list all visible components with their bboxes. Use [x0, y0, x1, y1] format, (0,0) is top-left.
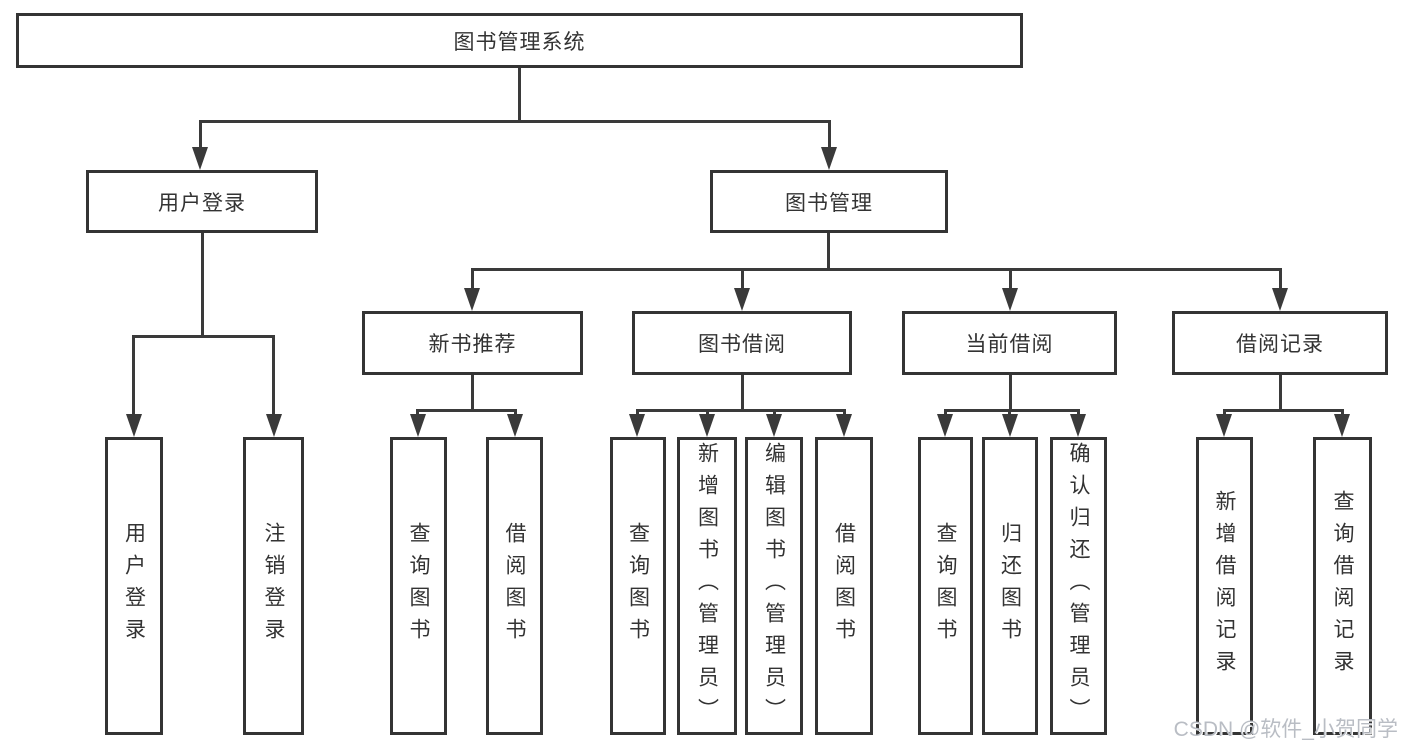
leaf-current-return: 归还图书: [982, 437, 1038, 735]
connector-current-branch-3: [1077, 409, 1080, 417]
connector-current-branch-2: [1008, 409, 1011, 417]
leaf-records-add-label: 新增借阅记录: [1213, 490, 1236, 682]
leaf-newbook-borrow: 借阅图书: [486, 437, 543, 735]
leaf-current-return-label: 归还图书: [998, 522, 1022, 650]
connector-borrowing-branch-3: [773, 409, 776, 417]
connector-newbook-stem: [471, 375, 474, 409]
arrow-down-icon: [836, 414, 852, 437]
arrow-down-icon: [629, 414, 645, 437]
node-new-book-recommend: 新书推荐: [362, 311, 583, 375]
leaf-borrowing-borrow: 借阅图书: [815, 437, 873, 735]
leaf-borrowing-add-admin-label: 新增图书（管理员）: [695, 442, 719, 730]
leaf-records-query: 查询借阅记录: [1313, 437, 1372, 735]
leaf-user-login-label: 用户登录: [122, 522, 146, 650]
leaf-current-query: 查询图书: [918, 437, 973, 735]
arrow-down-icon: [507, 414, 523, 437]
arrow-down-icon: [1002, 414, 1018, 437]
leaf-borrowing-add-admin: 新增图书（管理员）: [677, 437, 737, 735]
leaf-newbook-query: 查询图书: [390, 437, 447, 735]
leaf-newbook-query-label: 查询图书: [407, 522, 430, 650]
leaf-borrowing-edit-admin: 编辑图书（管理员）: [745, 437, 803, 735]
connector-bookmgmt-branch-1: [471, 268, 474, 290]
node-user-login: 用户登录: [86, 170, 318, 233]
connector-current-branch-1: [944, 409, 947, 417]
leaf-newbook-borrow-label: 借阅图书: [503, 522, 526, 650]
connector-bookmgmt-branch-3: [1009, 268, 1012, 290]
leaf-user-login: 用户登录: [105, 437, 163, 735]
arrow-down-icon: [1334, 414, 1350, 437]
connector-records-horizontal: [1223, 409, 1344, 412]
connector-borrowing-branch-1: [636, 409, 639, 417]
leaf-logout-label: 注销登录: [262, 522, 285, 650]
node-borrow-records-label: 借阅记录: [1236, 333, 1324, 356]
leaf-borrowing-borrow-label: 借阅图书: [832, 522, 856, 650]
csdn-watermark: CSDN @软件_小贺同学: [1173, 718, 1398, 741]
connector-newbook-branch-1: [416, 409, 419, 417]
arrow-down-icon: [766, 414, 782, 437]
arrow-down-icon: [192, 147, 208, 170]
leaf-borrowing-query-label: 查询图书: [626, 522, 650, 650]
leaf-current-confirm-admin-label: 确认归还（管理员）: [1067, 442, 1090, 730]
connector-userlogin-stem: [201, 233, 204, 335]
node-current-borrowing-label: 当前借阅: [965, 333, 1054, 356]
connector-records-branch-2: [1341, 409, 1344, 417]
connector-newbook-horizontal: [416, 409, 517, 412]
connector-root-branch-left: [199, 120, 202, 148]
node-book-management: 图书管理: [710, 170, 948, 233]
arrow-down-icon: [937, 414, 953, 437]
arrow-down-icon: [1002, 288, 1018, 311]
connector-current-horizontal: [944, 409, 1080, 412]
arrow-down-icon: [1216, 414, 1232, 437]
arrow-down-icon: [1272, 288, 1288, 311]
arrow-down-icon: [734, 288, 750, 311]
leaf-records-query-label: 查询借阅记录: [1331, 490, 1354, 682]
connector-bookmgmt-branch-2: [741, 268, 744, 290]
arrow-down-icon: [410, 414, 426, 437]
node-user-login-label: 用户登录: [158, 191, 246, 215]
connector-newbook-branch-2: [514, 409, 517, 417]
connector-records-stem: [1279, 375, 1282, 409]
connector-borrowing-branch-4: [843, 409, 846, 417]
connector-userlogin-branch-right: [272, 335, 275, 415]
leaf-borrowing-edit-admin-label: 编辑图书（管理员）: [762, 442, 786, 730]
leaf-current-confirm-admin: 确认归还（管理员）: [1050, 437, 1107, 735]
connector-bookmgmt-branch-4: [1279, 268, 1282, 290]
connector-root-horizontal: [199, 120, 831, 123]
node-borrow-records: 借阅记录: [1172, 311, 1388, 375]
connector-root-branch-right: [828, 120, 831, 148]
node-new-book-recommend-label: 新书推荐: [428, 333, 517, 356]
node-book-management-label: 图书管理: [785, 191, 873, 215]
arrow-down-icon: [699, 414, 715, 437]
connector-borrowing-horizontal: [636, 409, 846, 412]
leaf-borrowing-query: 查询图书: [610, 437, 666, 735]
connector-current-stem: [1009, 375, 1012, 409]
arrow-down-icon: [1070, 414, 1086, 437]
arrow-down-icon: [464, 288, 480, 311]
arrow-down-icon: [821, 147, 837, 170]
arrow-down-icon: [266, 414, 282, 437]
connector-borrowing-stem: [741, 375, 744, 409]
connector-records-branch-1: [1223, 409, 1226, 417]
arrow-down-icon: [126, 414, 142, 437]
connector-userlogin-horizontal: [132, 335, 275, 338]
connector-bookmgmt-stem: [827, 233, 830, 268]
connector-userlogin-branch-left: [132, 335, 135, 415]
connector-root-stem: [518, 68, 521, 120]
leaf-records-add: 新增借阅记录: [1196, 437, 1253, 735]
node-root-label: 图书管理系统: [453, 30, 586, 54]
connector-borrowing-branch-2: [706, 409, 709, 417]
node-root-system: 图书管理系统: [16, 13, 1023, 68]
leaf-logout: 注销登录: [243, 437, 304, 735]
node-book-borrowing-label: 图书借阅: [698, 333, 786, 356]
connector-bookmgmt-horizontal: [471, 268, 1282, 271]
node-current-borrowing: 当前借阅: [902, 311, 1117, 375]
node-book-borrowing: 图书借阅: [632, 311, 852, 375]
leaf-current-query-label: 查询图书: [934, 522, 957, 650]
